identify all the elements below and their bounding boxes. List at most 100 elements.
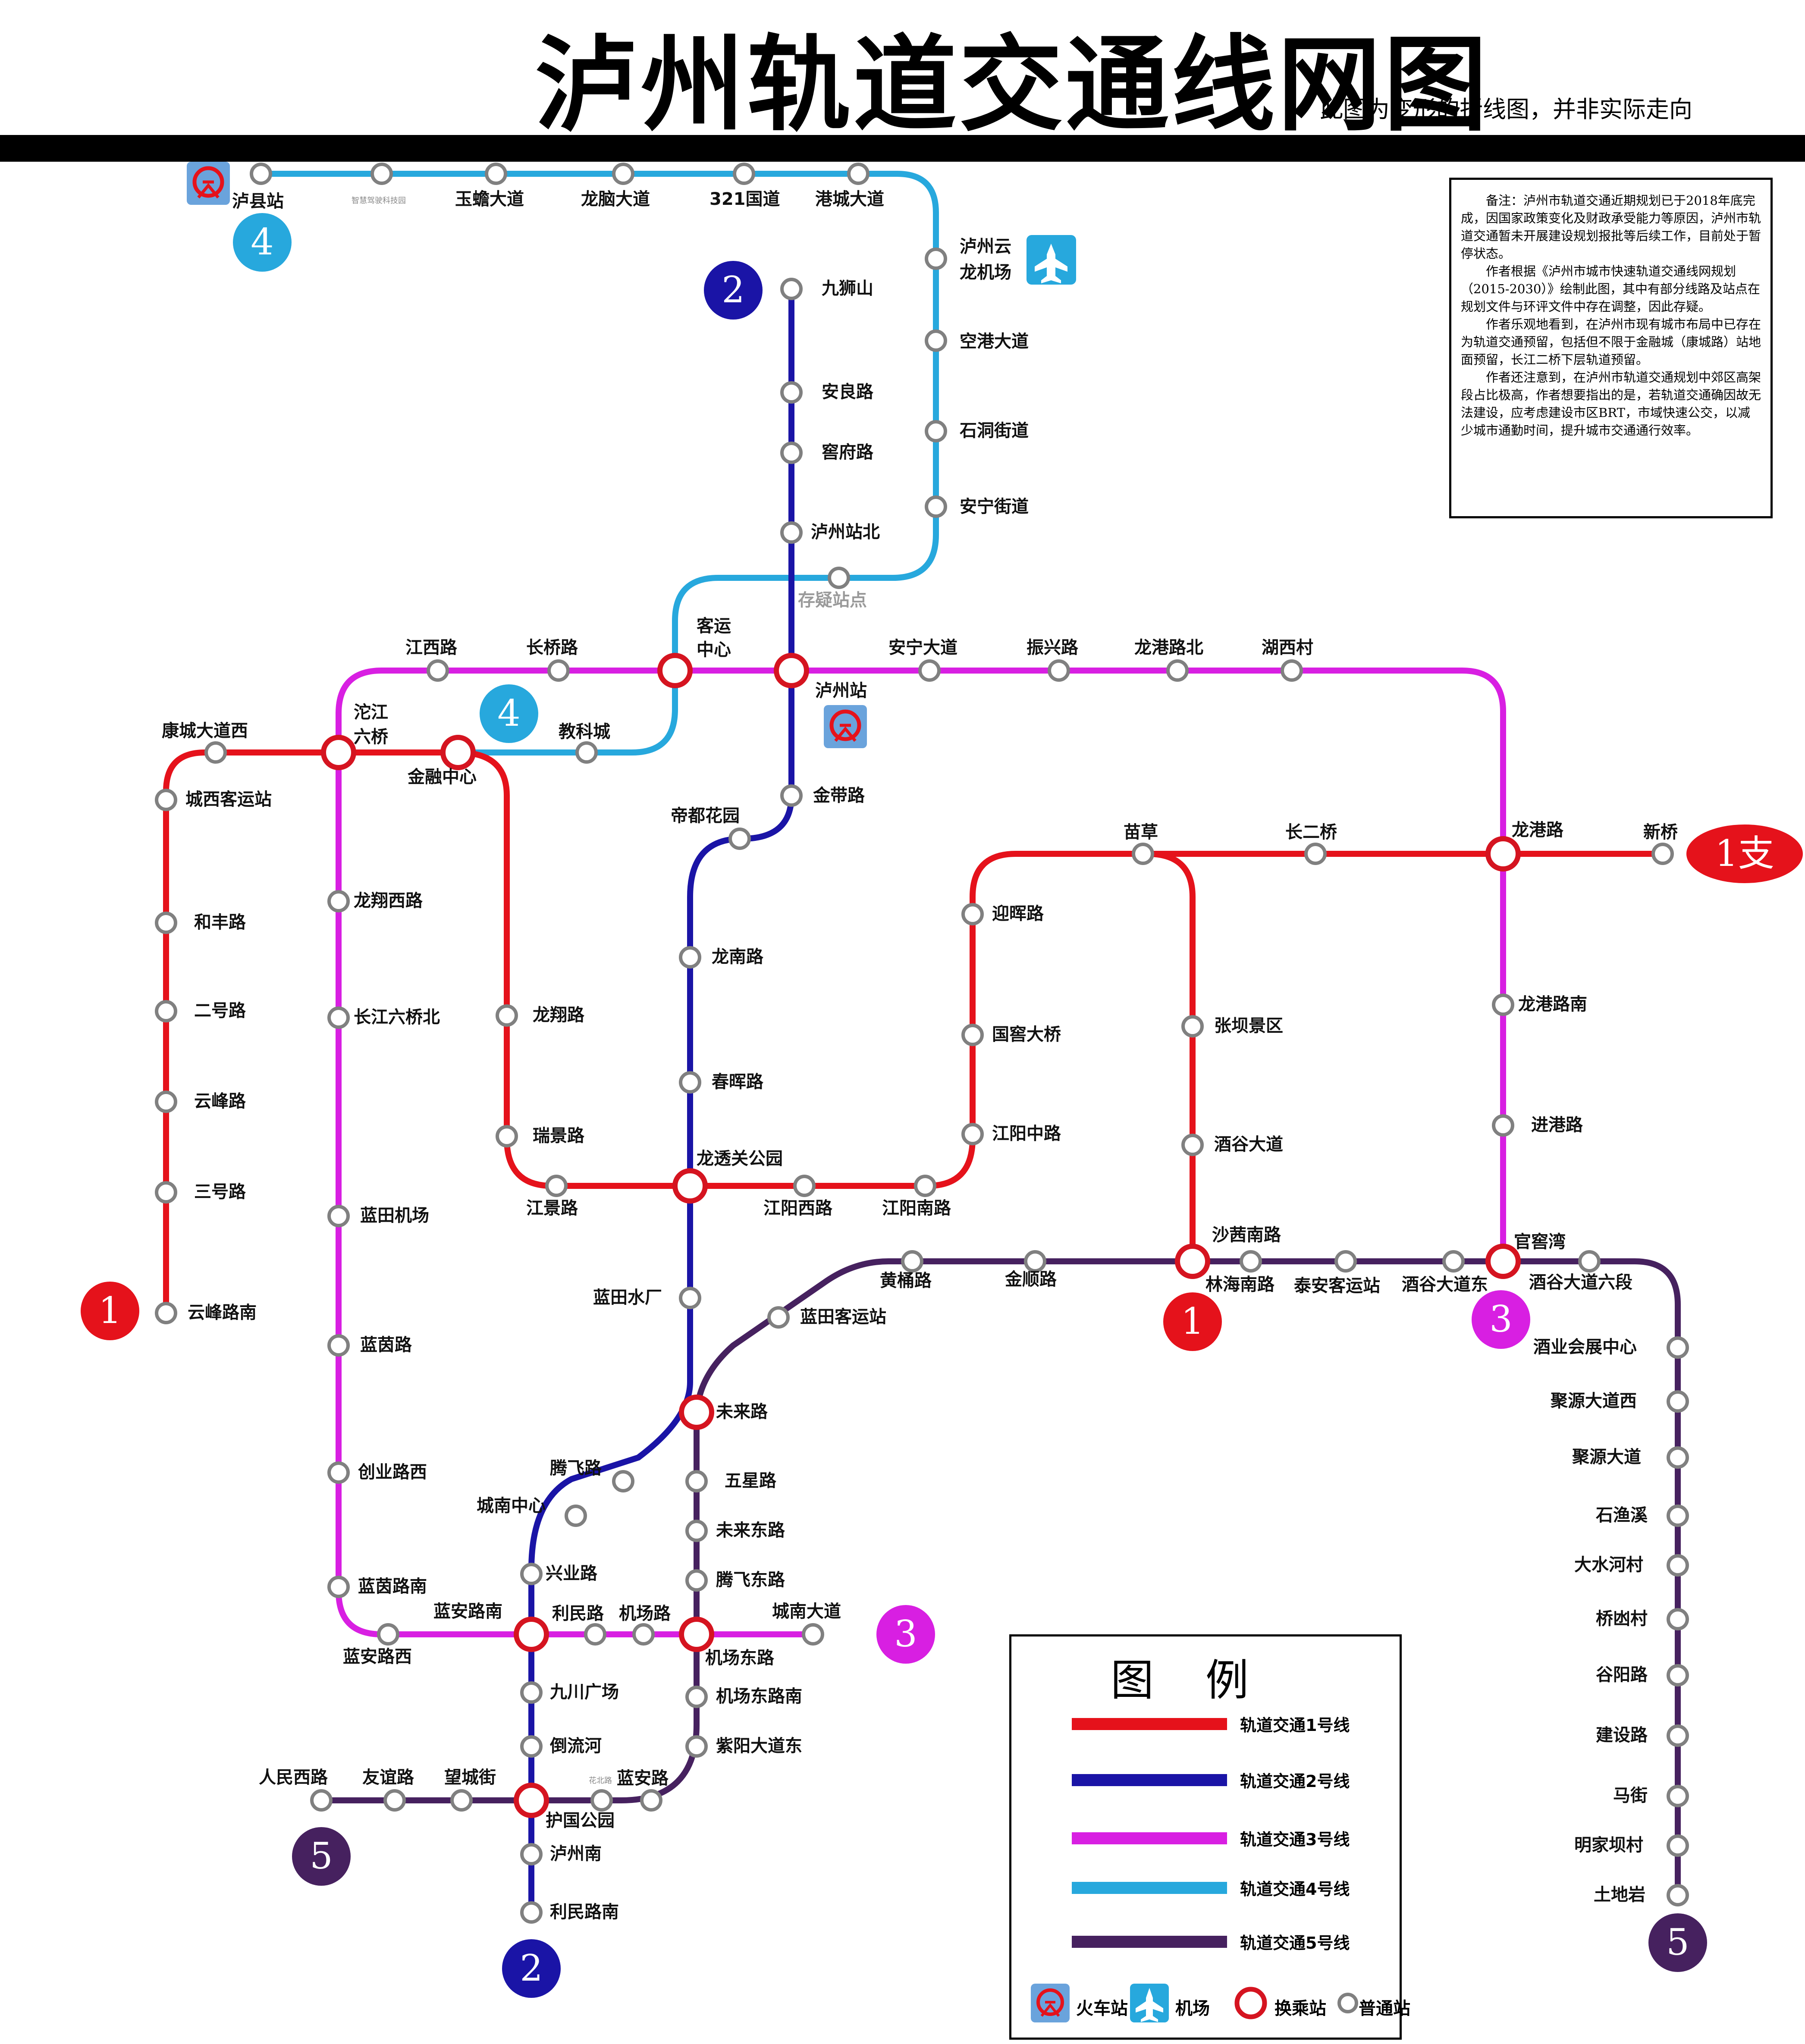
interchange-guanjiaowan[interactable] — [1485, 1244, 1521, 1279]
station-konggang[interactable] — [925, 329, 947, 352]
station-dashuihe[interactable] — [1667, 1554, 1689, 1577]
station-jiangyang-m[interactable] — [961, 1123, 984, 1145]
station-tengfei-e[interactable] — [685, 1569, 708, 1592]
station-jiugu[interactable] — [1181, 1134, 1204, 1156]
station-huxi[interactable] — [1281, 659, 1303, 682]
station-cj6-north[interactable] — [327, 1006, 350, 1029]
station-changqiao[interactable] — [547, 659, 570, 682]
station-shidong[interactable] — [925, 420, 947, 442]
station-yuchan[interactable] — [485, 163, 507, 185]
station-jiugu-6[interactable] — [1578, 1250, 1601, 1273]
station-ruijing[interactable] — [496, 1125, 518, 1147]
station-zhangba[interactable] — [1181, 1015, 1204, 1038]
station-g321[interactable] — [733, 163, 755, 185]
station-guojiao[interactable] — [961, 1024, 984, 1046]
station-jingang[interactable] — [1492, 1114, 1514, 1137]
station-airport[interactable] — [925, 248, 947, 270]
station-jiugu-e[interactable] — [1442, 1250, 1465, 1273]
station-miaocao[interactable] — [1132, 843, 1154, 865]
station-longxiang[interactable] — [496, 1004, 518, 1027]
station-lanyin[interactable] — [327, 1334, 350, 1357]
station-huangtong[interactable] — [901, 1250, 923, 1273]
interchange-weilai[interactable] — [679, 1395, 714, 1430]
station-chengxi-keyun[interactable] — [155, 789, 177, 811]
interchange-linhai[interactable] — [1175, 1244, 1210, 1279]
station-anning-ave[interactable] — [918, 659, 941, 682]
interchange-longgang[interactable] — [1485, 836, 1521, 872]
station-jiushi[interactable] — [780, 278, 803, 300]
station-jichang-es[interactable] — [685, 1686, 708, 1708]
station-lantian-water[interactable] — [679, 1287, 701, 1309]
interchange-huguo[interactable] — [514, 1783, 549, 1818]
station-ziyang-e[interactable] — [685, 1735, 708, 1758]
station-longgang-s[interactable] — [1492, 994, 1514, 1016]
station-yunfeng[interactable] — [155, 1091, 177, 1113]
station-lanan-w[interactable] — [377, 1623, 399, 1646]
station-qiaoao[interactable] — [1667, 1608, 1689, 1630]
station-chuangye-w[interactable] — [327, 1461, 350, 1484]
station-juyuan[interactable] — [1667, 1446, 1689, 1469]
station-yinghui[interactable] — [961, 903, 984, 925]
station-jindai[interactable] — [780, 784, 803, 807]
station-wuxing[interactable] — [685, 1470, 708, 1492]
station-anning-st[interactable] — [925, 495, 947, 518]
station-majie[interactable] — [1667, 1785, 1689, 1807]
station-jichang[interactable] — [632, 1623, 655, 1646]
station-chengnan-ave[interactable] — [802, 1623, 824, 1646]
station-taian-keyun[interactable] — [1334, 1250, 1357, 1273]
station-luzhou-s[interactable] — [520, 1843, 543, 1865]
station-lantian-keyun[interactable] — [767, 1306, 790, 1329]
station-longnao[interactable] — [612, 163, 634, 185]
station-kufu[interactable] — [780, 442, 803, 464]
station-jiangxi[interactable] — [427, 659, 449, 682]
station-didu[interactable] — [728, 828, 751, 850]
station-unknown-small2[interactable] — [590, 1789, 613, 1812]
station-jiuchuan[interactable] — [520, 1681, 543, 1704]
interchange-jichang-s[interactable] — [679, 1617, 714, 1652]
station-anliang[interactable] — [780, 381, 803, 404]
station-cunyi[interactable] — [828, 567, 850, 589]
station-longxiang-w[interactable] — [327, 890, 350, 912]
station-chengnan-c[interactable] — [565, 1505, 587, 1527]
station-youyi[interactable] — [383, 1789, 406, 1812]
station-yunfeng-s[interactable] — [155, 1302, 177, 1324]
station-kangcheng-w[interactable] — [204, 741, 227, 764]
station-renmin-w[interactable] — [310, 1789, 333, 1812]
station-jianshe[interactable] — [1667, 1724, 1689, 1747]
station-jinshun[interactable] — [1024, 1250, 1046, 1273]
station-xinqiao[interactable] — [1651, 843, 1674, 865]
station-longnan[interactable] — [679, 946, 701, 969]
station-weilai-e[interactable] — [685, 1520, 708, 1542]
interchange-jinrong[interactable] — [440, 735, 476, 770]
station-jiangyang-s[interactable] — [914, 1175, 936, 1197]
station-luxian[interactable] — [250, 163, 272, 185]
station-limin[interactable] — [584, 1623, 606, 1646]
station-lanan[interactable] — [640, 1789, 662, 1812]
interchange-lanan-s[interactable] — [514, 1617, 549, 1652]
station-chunhui[interactable] — [679, 1071, 701, 1094]
station-zhenxing[interactable] — [1048, 659, 1070, 682]
station-hefeng[interactable] — [155, 912, 177, 934]
station-jiangjing[interactable] — [545, 1175, 568, 1197]
station-qiyang[interactable] — [1667, 1664, 1689, 1687]
station-shiyuxi[interactable] — [1667, 1505, 1689, 1527]
station-lantian-air[interactable] — [327, 1205, 350, 1227]
station-mingjiaba[interactable] — [1667, 1834, 1689, 1857]
station-jiaoke[interactable] — [575, 741, 598, 764]
interchange-keyun[interactable] — [657, 653, 693, 688]
station-lanyin-s[interactable] — [327, 1576, 350, 1598]
station-jiangyang-w[interactable] — [793, 1175, 816, 1197]
station-tudiyan[interactable] — [1667, 1884, 1689, 1906]
station-gangcheng[interactable] — [847, 163, 870, 185]
station-limin-s[interactable] — [520, 1901, 543, 1924]
station-wangcheng[interactable] — [450, 1789, 473, 1812]
station-jiuye[interactable] — [1667, 1336, 1689, 1359]
station-juyuan-w[interactable] — [1667, 1390, 1689, 1413]
interchange-tuojiang[interactable] — [321, 735, 356, 770]
station-erhao[interactable] — [155, 1000, 177, 1022]
station-tengfei[interactable] — [612, 1470, 634, 1492]
interchange-luzhou-station[interactable] — [774, 653, 809, 688]
station-xingye[interactable] — [520, 1563, 543, 1585]
station-sanhao[interactable] — [155, 1181, 177, 1204]
interchange-longtou[interactable] — [672, 1168, 708, 1204]
